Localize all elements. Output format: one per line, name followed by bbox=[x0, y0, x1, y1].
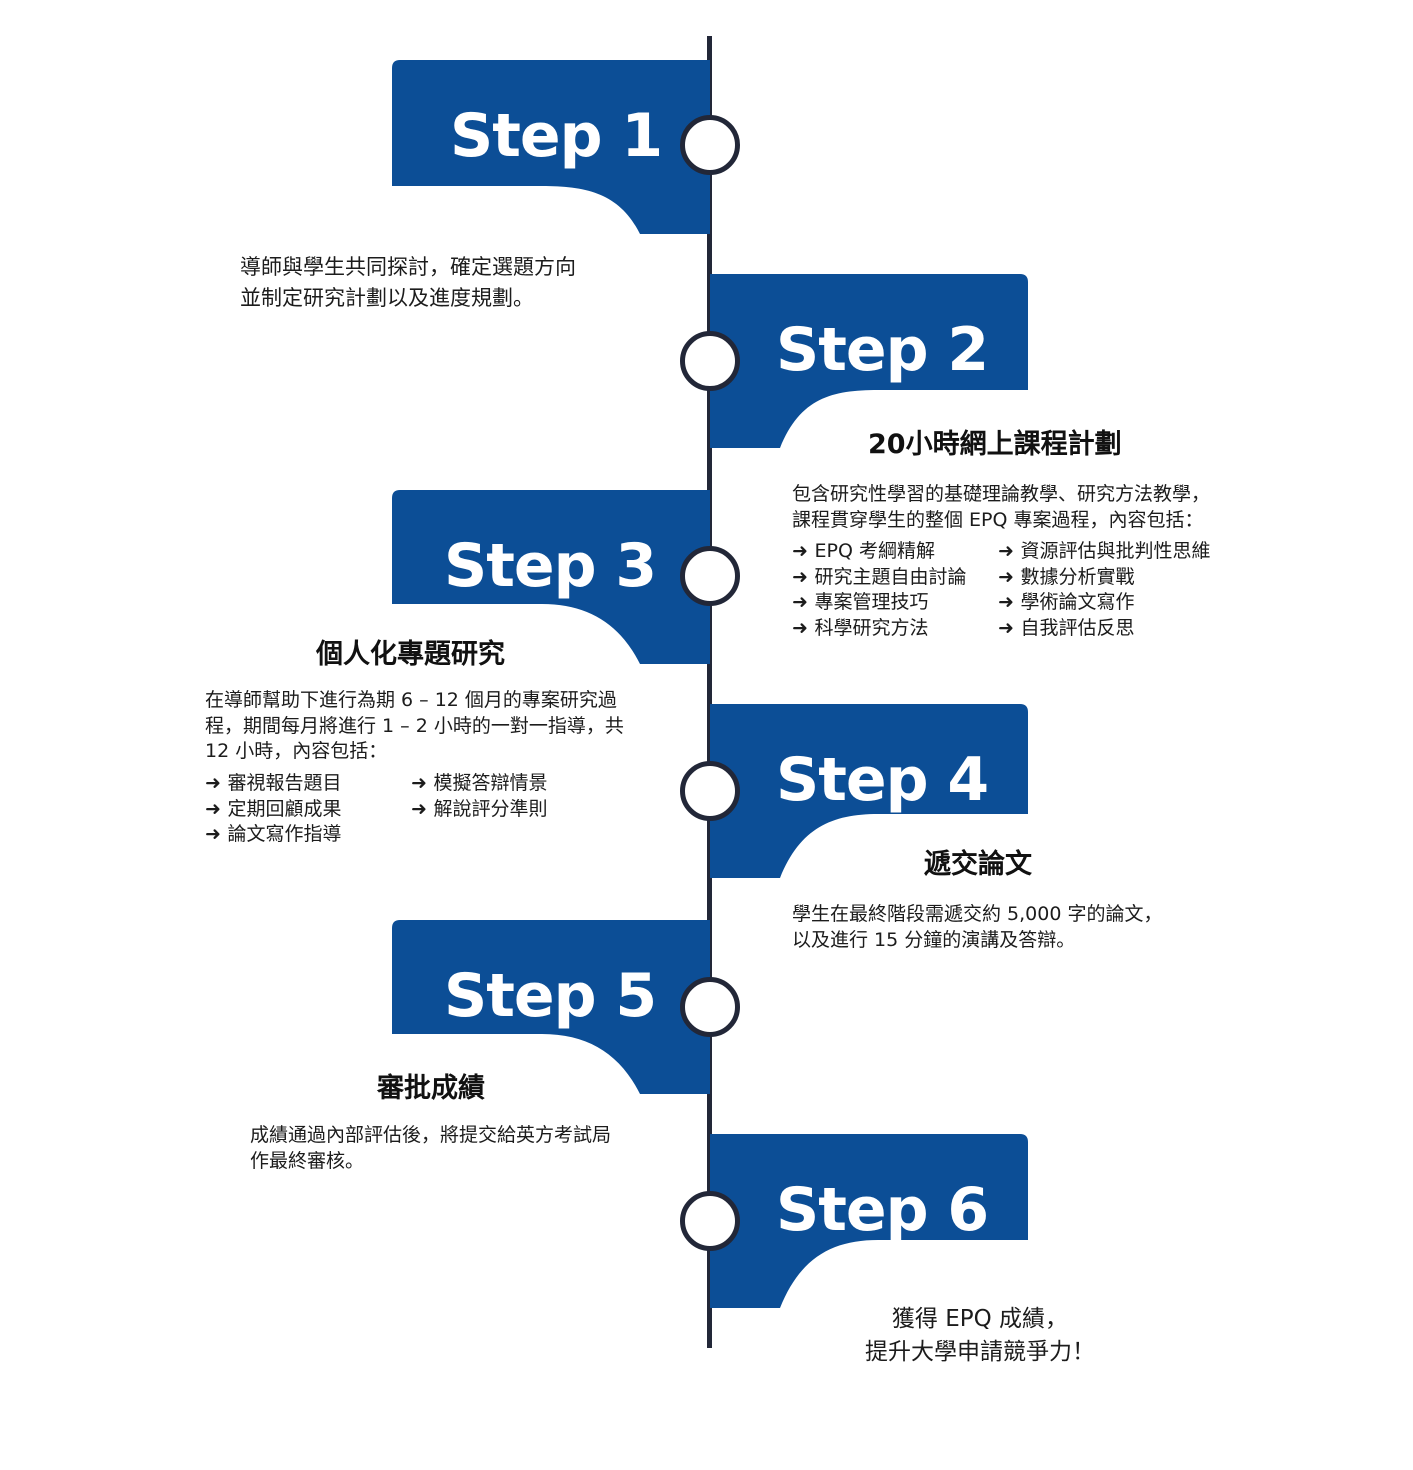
step-3-desc-line: 12 小時，內容包括： bbox=[205, 740, 388, 762]
step-5-label: Step 5 bbox=[444, 961, 657, 1031]
step-4-banner-shape bbox=[710, 704, 1028, 878]
step-5-node bbox=[680, 977, 740, 1037]
step-2-label: Step 2 bbox=[776, 315, 989, 385]
step-2-banner: Step 2 bbox=[708, 274, 1028, 448]
step-3-node bbox=[680, 546, 740, 606]
step-2-desc-line: 課程貫穿學生的整個 EPQ 專案過程，內容包括： bbox=[792, 508, 1204, 531]
step-1-description: 導師與學生共同探討，確定選題方向 並制定研究計劃以及進度規劃。 bbox=[240, 252, 576, 314]
step-2-description: 包含研究性學習的基礎理論教學、研究方法教學， 課程貫穿學生的整個 EPQ 專案過… bbox=[792, 482, 1210, 533]
step-3-desc-line: 程，期間每月將進行 1 – 2 小時的一對一指導，共 bbox=[205, 714, 624, 737]
step-1-banner-shape bbox=[392, 60, 710, 234]
step-3-banner: Step 3 bbox=[392, 490, 712, 664]
step-1-desc-line: 導師與學生共同探討，確定選題方向 bbox=[240, 255, 576, 279]
step-3-title: 個人化專題研究 bbox=[316, 639, 505, 670]
step-3-desc-line: 在導師幫助下進行為期 6 – 12 個月的專案研究過 bbox=[205, 689, 617, 711]
step-4-banner: Step 4 bbox=[708, 704, 1028, 878]
step-6-description: 獲得 EPQ 成績， 提升大學申請競爭力！ bbox=[830, 1303, 1130, 1369]
list-item: 解說評分準則 bbox=[411, 797, 548, 823]
step-5-description: 成績通過內部評估後，將提交給英方考試局 作最終審核。 bbox=[250, 1123, 611, 1174]
step-6-banner-shape bbox=[710, 1134, 1028, 1308]
step-3-banner-shape bbox=[392, 490, 710, 664]
step-1-desc-line: 並制定研究計劃以及進度規劃。 bbox=[240, 286, 534, 310]
list-item: 研究主題自由討論 bbox=[792, 565, 967, 591]
list-item: 科學研究方法 bbox=[792, 616, 967, 642]
step-5-desc-line: 作最終審核。 bbox=[250, 1149, 365, 1172]
step-4-title: 遞交論文 bbox=[924, 849, 1032, 880]
step-4-desc-line: 學生在最終階段需遞交約 5,000 字的論文， bbox=[792, 903, 1163, 925]
step-2-desc-line: 包含研究性學習的基礎理論教學、研究方法教學， bbox=[792, 483, 1211, 505]
step-5-banner: Step 5 bbox=[392, 920, 712, 1094]
list-item: 自我評估反思 bbox=[998, 616, 1211, 642]
step-4-node bbox=[680, 761, 740, 821]
step-2-list-left: EPQ 考綱精解 研究主題自由討論 專案管理技巧 科學研究方法 bbox=[792, 539, 967, 641]
list-item: 數據分析實戰 bbox=[998, 565, 1211, 591]
list-item: 模擬答辯情景 bbox=[411, 771, 548, 797]
list-item: 資源評估與批判性思維 bbox=[998, 539, 1211, 565]
step-6-node bbox=[680, 1191, 740, 1251]
step-2-list-right: 資源評估與批判性思維 數據分析實戰 學術論文寫作 自我評估反思 bbox=[998, 539, 1211, 641]
step-1-label: Step 1 bbox=[450, 101, 663, 171]
step-5-title: 審批成績 bbox=[377, 1073, 485, 1104]
step-4-label: Step 4 bbox=[776, 745, 989, 815]
step-5-banner-shape bbox=[392, 920, 710, 1094]
step-5-desc-line: 成績通過內部評估後，將提交給英方考試局 bbox=[250, 1124, 612, 1146]
step-4-description: 學生在最終階段需遞交約 5,000 字的論文， 以及進行 15 分鐘的演講及答辯… bbox=[792, 902, 1162, 953]
list-item: 審視報告題目 bbox=[205, 771, 342, 797]
step-1-node bbox=[680, 115, 740, 175]
step-6-desc-line: 提升大學申請競爭力！ bbox=[865, 1339, 1095, 1365]
list-item: 專案管理技巧 bbox=[792, 590, 967, 616]
step-2-banner-shape bbox=[710, 274, 1028, 448]
list-item: 定期回顧成果 bbox=[205, 797, 342, 823]
step-3-list-left: 審視報告題目 定期回顧成果 論文寫作指導 bbox=[205, 771, 342, 848]
step-4-desc-line: 以及進行 15 分鐘的演講及答辯。 bbox=[792, 928, 1076, 951]
timeline-spine bbox=[707, 36, 712, 1348]
list-item: 論文寫作指導 bbox=[205, 822, 342, 848]
step-2-title: 20小時網上課程計劃 bbox=[868, 429, 1122, 460]
step-3-description: 在導師幫助下進行為期 6 – 12 個月的專案研究過 程，期間每月將進行 1 –… bbox=[205, 688, 624, 765]
step-6-banner: Step 6 bbox=[708, 1134, 1028, 1308]
list-item: 學術論文寫作 bbox=[998, 590, 1211, 616]
step-1-banner: Step 1 bbox=[392, 60, 712, 234]
step-6-label: Step 6 bbox=[776, 1175, 989, 1245]
step-6-desc-line: 獲得 EPQ 成績， bbox=[891, 1306, 1069, 1332]
step-2-node bbox=[680, 331, 740, 391]
step-3-label: Step 3 bbox=[444, 531, 657, 601]
list-item: EPQ 考綱精解 bbox=[792, 539, 967, 565]
step-3-list-right: 模擬答辯情景 解說評分準則 bbox=[411, 771, 548, 822]
